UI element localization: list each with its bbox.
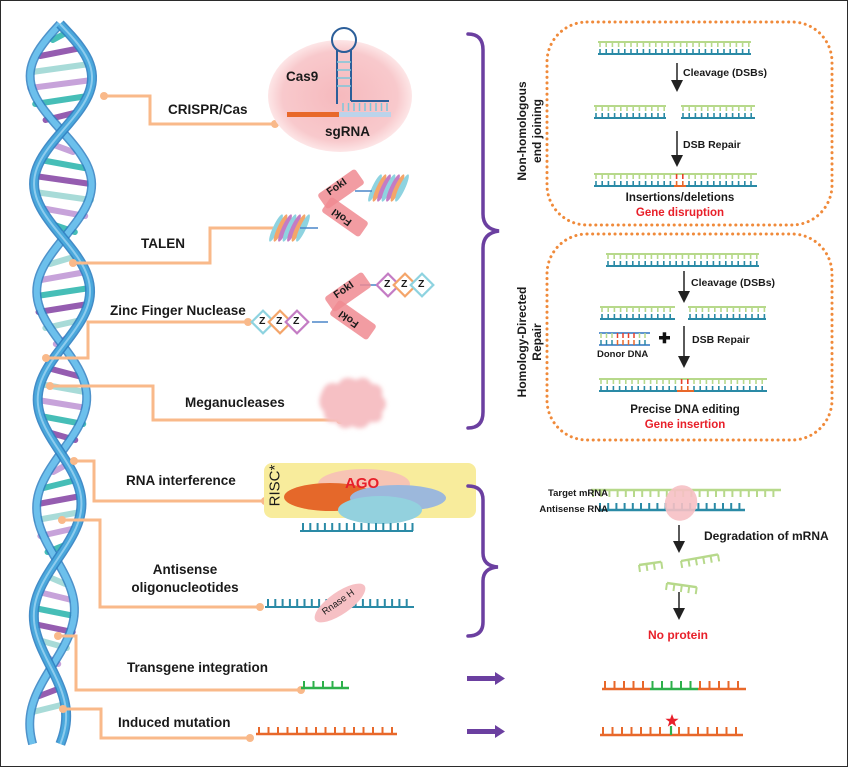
hdr-step2-label: DSB Repair [692, 334, 750, 346]
donor-dna-label: Donor DNA [597, 349, 649, 360]
hdr-box [545, 232, 834, 442]
hdr-outcome-label: Gene insertion [644, 419, 726, 431]
connector-antisense [62, 518, 260, 609]
method-label-transgene: Transgene integration [127, 660, 269, 675]
mutation-strand-icon [256, 727, 397, 736]
dna-duplex-icon [594, 173, 757, 187]
antisense-rna-label: Antisense RNA [539, 504, 608, 515]
bracket-rna-silencing [466, 484, 499, 638]
zfn-complex-icon [250, 272, 435, 340]
sgrna-label: sgRNA [325, 124, 371, 139]
transgene-strand-icon [301, 681, 349, 690]
meganuclease-icon [319, 377, 386, 429]
dna-duplex-icon [681, 105, 755, 119]
antisense-complex-icon [265, 583, 414, 623]
dna-duplex-icon [688, 306, 766, 320]
connector-transgene [58, 634, 301, 692]
risc-complex-icon [264, 463, 476, 532]
nhej-bracket-label-line2: end joining [530, 99, 544, 163]
dna-duplex-icon [600, 306, 675, 320]
bracket-genome-editing [466, 32, 500, 430]
foki-domain-icon [330, 300, 376, 340]
brackets [466, 32, 500, 638]
target-mrna-label: Target mRNA [548, 488, 608, 499]
nhej-box [545, 20, 834, 227]
foki-domain-icon [318, 169, 364, 209]
connector-talen [73, 226, 282, 265]
nhej-bracket-label-line1: Non-homologous [515, 81, 529, 181]
hdr-step1-label: Cleavage (DSBs) [691, 277, 776, 289]
dna-helix-icon [25, 20, 97, 746]
connector-crispr [104, 94, 275, 126]
talen-complex-icon [269, 169, 409, 242]
hdr-bracket-label-line2: Repair [530, 323, 544, 361]
method-label-mutation: Induced mutation [118, 715, 231, 730]
no-protein-label: No protein [648, 628, 708, 642]
connector-meganucleases [50, 384, 340, 422]
risc-label: RISC* [266, 464, 284, 507]
nhej-result-label: Insertions/deletions [625, 192, 735, 204]
plus-icon [659, 332, 670, 344]
dna-duplex-icon [594, 105, 666, 119]
method-label-zfn: Zinc Finger Nuclease [110, 303, 246, 318]
dna-duplex-icon [598, 41, 751, 55]
result-strands-icon [600, 681, 746, 737]
mutation-star-icon [665, 714, 679, 727]
right-arrow-icon [467, 725, 505, 738]
foki-domain-icon [325, 272, 371, 312]
method-label-antisense-line1: Antisense [152, 562, 218, 577]
zinc-finger-label: Z [418, 278, 425, 290]
nhej-step1-label: Cleavage (DSBs) [683, 67, 768, 79]
donor-dna-icon [599, 332, 650, 346]
nhej-step2-label: DSB Repair [683, 139, 741, 151]
method-label-meganucleases: Meganucleases [185, 395, 285, 410]
rnase-blob-icon [664, 485, 698, 521]
zinc-finger-label: Z [384, 278, 391, 290]
process-arrows [671, 63, 690, 620]
method-label-crispr: CRISPR/Cas [168, 102, 248, 117]
nhej-outcome-label: Gene disruption [635, 207, 725, 219]
connector-mutation [63, 707, 250, 740]
dna-duplex-icon [599, 378, 767, 392]
connector-zfn [46, 320, 248, 360]
zinc-finger-label: Z [276, 315, 283, 327]
zinc-finger-label: Z [259, 315, 266, 327]
method-label-antisense-line2: oligonucleotides [131, 580, 239, 595]
right-arrow-icon [467, 672, 505, 685]
hdr-result-label: Precise DNA editing [630, 404, 740, 416]
cas9-complex-icon [268, 27, 412, 152]
dna-strand-icons [594, 41, 767, 392]
hdr-bracket-label-line1: Homology-Directed [515, 286, 529, 398]
dna-duplex-icon [606, 253, 759, 267]
ago-label: AGO [345, 475, 380, 492]
zinc-finger-label: Z [293, 315, 300, 327]
mrna-strands-icon [591, 488, 781, 595]
foki-domain-icon [322, 197, 368, 237]
connector-lines [46, 94, 340, 740]
method-label-talen: TALEN [141, 236, 185, 251]
connector-rnai [74, 459, 265, 503]
zinc-finger-label: Z [401, 278, 408, 290]
method-label-rnai: RNA interference [126, 473, 236, 488]
cas9-label: Cas9 [286, 69, 319, 84]
degradation-label: Degradation of mRNA [704, 529, 829, 543]
